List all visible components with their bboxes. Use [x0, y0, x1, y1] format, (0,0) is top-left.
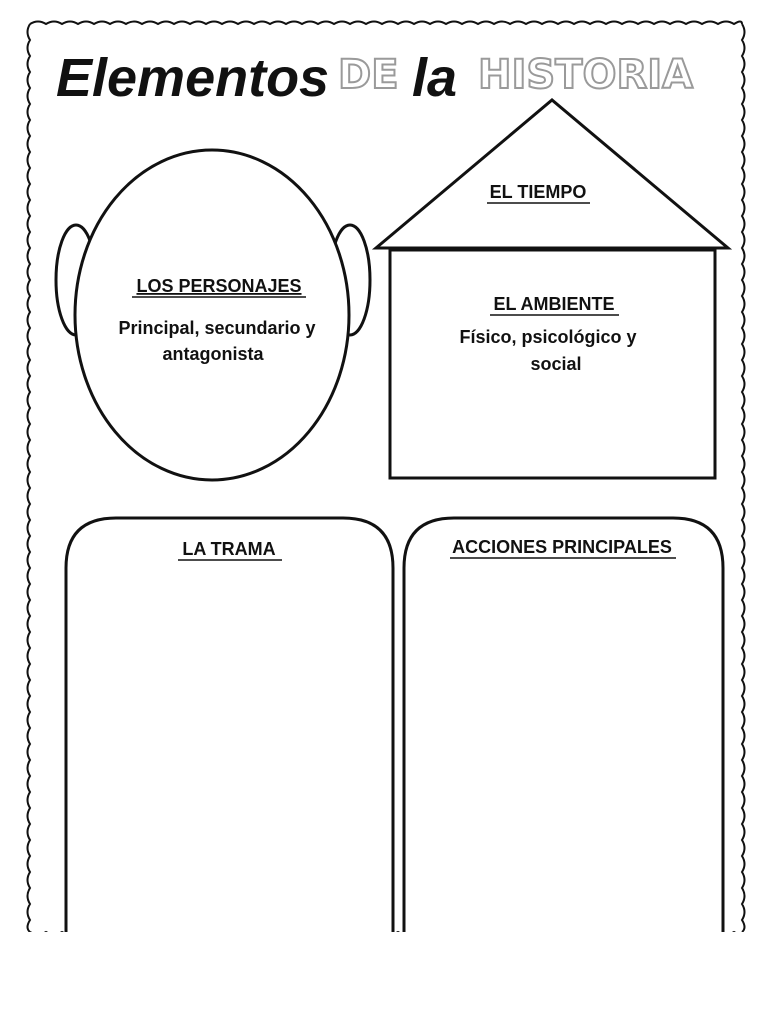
title-elementos: Elementos	[56, 48, 329, 108]
title-historia: HISTORIA	[478, 52, 693, 98]
main-actions-box	[402, 516, 725, 950]
characters-line-2: antagonista	[162, 344, 264, 364]
time-heading: EL TIEMPO	[490, 182, 587, 202]
border-right	[740, 23, 746, 933]
head-outline	[73, 148, 351, 482]
plot-heading: LA TRAMA	[182, 539, 275, 559]
setting-heading: EL AMBIENTE	[493, 294, 614, 314]
head-drawing	[54, 148, 372, 482]
border-top	[29, 20, 743, 26]
worksheet-title: Elementos DE la HISTORIA	[56, 48, 694, 108]
title-de: DE	[338, 52, 399, 98]
border-left	[26, 23, 32, 933]
title-la: la	[412, 48, 457, 108]
house-body	[388, 248, 717, 480]
house-drawing	[371, 98, 733, 480]
setting-line-1: Físico, psicológico y	[459, 327, 636, 347]
plot-box	[64, 516, 395, 950]
house-roof	[371, 98, 733, 250]
characters-line-1: Principal, secundario y	[118, 318, 315, 338]
page-bottom-blank	[0, 932, 768, 1024]
main-actions-heading: ACCIONES PRINCIPALES	[452, 537, 672, 557]
characters-heading: LOS PERSONAJES	[136, 276, 301, 296]
setting-line-2: social	[530, 354, 581, 374]
